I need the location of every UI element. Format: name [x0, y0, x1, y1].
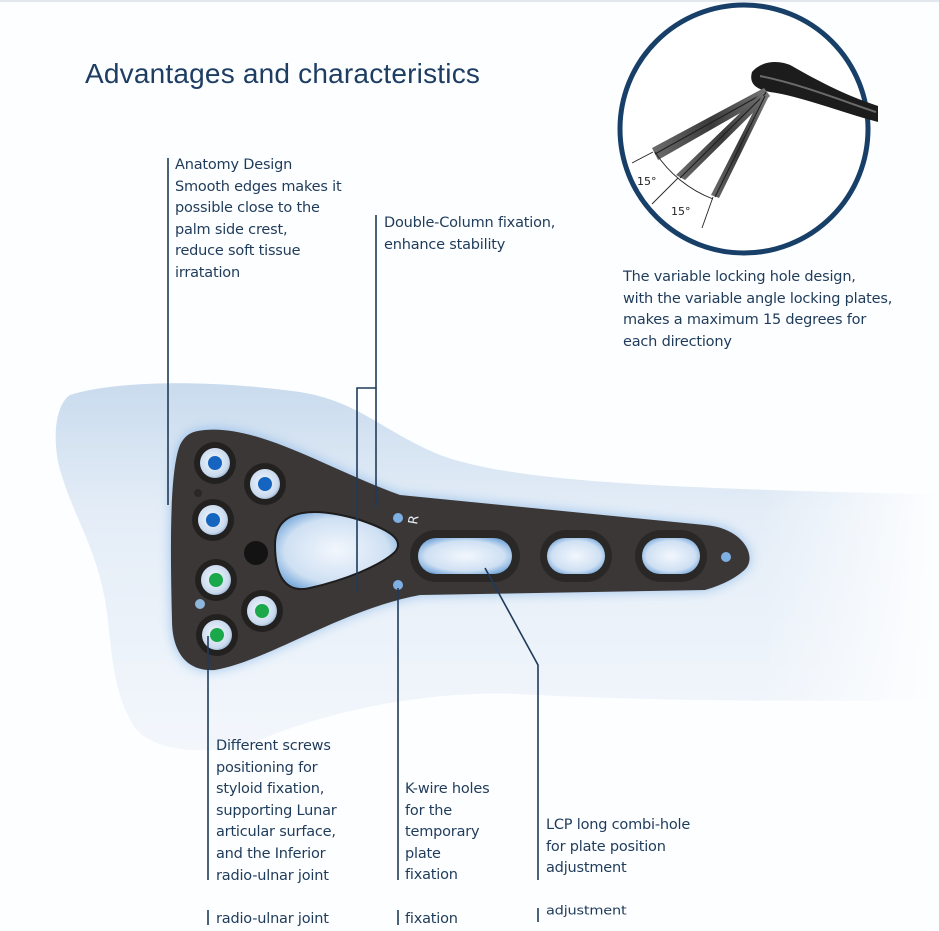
annotation-line: reduce soft tissue [175, 243, 301, 260]
variable-angle-inset: 15° 15° [617, 2, 878, 256]
leader-lines [167, 158, 539, 925]
anatomy-design-annotation: Anatomy Design Smooth edges makes it pos… [175, 155, 342, 285]
annotation-line: temporary [405, 824, 480, 841]
screw-group [192, 442, 286, 656]
screw-marker-blue [206, 513, 220, 527]
screw-blue [192, 499, 234, 541]
annotation-line: Different screws [216, 738, 331, 754]
locking-plate: R [170, 429, 750, 671]
leader-lcp [484, 567, 539, 880]
annotation-line: enhance stability [384, 236, 506, 253]
annotation-line: articular surface, [216, 824, 336, 841]
ghost-text: radio-ulnar joint [216, 911, 329, 927]
annotation-line: fixation [405, 867, 458, 884]
page-title: Advantages and characteristics [85, 58, 481, 89]
annotation-line: and the Inferior [216, 845, 326, 862]
annotation-line: adjustment [546, 860, 627, 877]
k-wire-annotation: K-wire holes for the temporary plate fix… [405, 779, 490, 887]
combi-hole [635, 530, 707, 582]
combi-hole [540, 530, 612, 582]
screw-blue [194, 442, 236, 484]
angle-markers [631, 151, 714, 229]
different-screws-annotation: Different screws positioning for styloid… [216, 736, 337, 887]
angled-screw [711, 95, 768, 198]
screw-marker-green [210, 628, 224, 642]
annotation-line: radio-ulnar joint [216, 867, 329, 884]
annotation-line: for plate position [546, 838, 666, 855]
screw-green [195, 559, 237, 601]
annotation-line: supporting Lunar [216, 802, 337, 819]
caption-line: each directiony [623, 333, 732, 350]
annotation-line: for the [405, 802, 452, 819]
k-wire-hole [393, 513, 403, 523]
caption-line: The variable locking hole design, [623, 269, 856, 285]
side-marker: R [406, 514, 422, 526]
inset-caption: The variable locking hole design, with t… [623, 267, 892, 353]
annotation-line: LCP long combi-hole [546, 817, 691, 833]
angled-screw [676, 91, 770, 180]
screw-marker-blue [208, 456, 222, 470]
annotation-line: styloid fixation, [216, 781, 325, 798]
screw-marker-green [209, 573, 223, 587]
annotation-line: K-wire holes [405, 781, 490, 797]
annotation-line: palm side crest, [175, 221, 288, 238]
k-wire-hole [721, 552, 731, 562]
lcp-long-combi-hole [410, 530, 520, 582]
leader-double-column [356, 215, 377, 592]
k-wire-hole [195, 599, 205, 609]
angled-screw [652, 88, 770, 160]
annotation-line: plate [405, 845, 441, 862]
angle-label: 15° [637, 175, 657, 188]
annotation-line: irratation [175, 264, 240, 281]
k-wire-hole [393, 580, 403, 590]
caption-line: makes a maximum 15 degrees for [623, 312, 867, 329]
screw-marker-blue [258, 477, 272, 491]
screw-green [241, 590, 283, 632]
annotation-line: Double-Column fixation, [384, 215, 556, 231]
lcp-annotation: LCP long combi-hole for plate position a… [546, 815, 690, 880]
double-column-annotation: Double-Column fixation, enhance stabilit… [384, 213, 555, 256]
ghost-text: fixation [405, 911, 458, 927]
caption-line: with the variable angle locking plates, [623, 290, 893, 307]
annotation-line: possible close to the [175, 200, 320, 217]
ghost-text: adjustment [546, 904, 627, 918]
annotation-line: positioning for [216, 759, 318, 776]
screw-green [196, 614, 238, 656]
screw-blue [244, 463, 286, 505]
annotation-line: Smooth edges makes it [175, 178, 342, 195]
top-border [0, 0, 939, 2]
annotation-line: Anatomy Design [175, 157, 293, 173]
screw-marker-green [255, 604, 269, 618]
angle-label: 15° [671, 205, 691, 218]
